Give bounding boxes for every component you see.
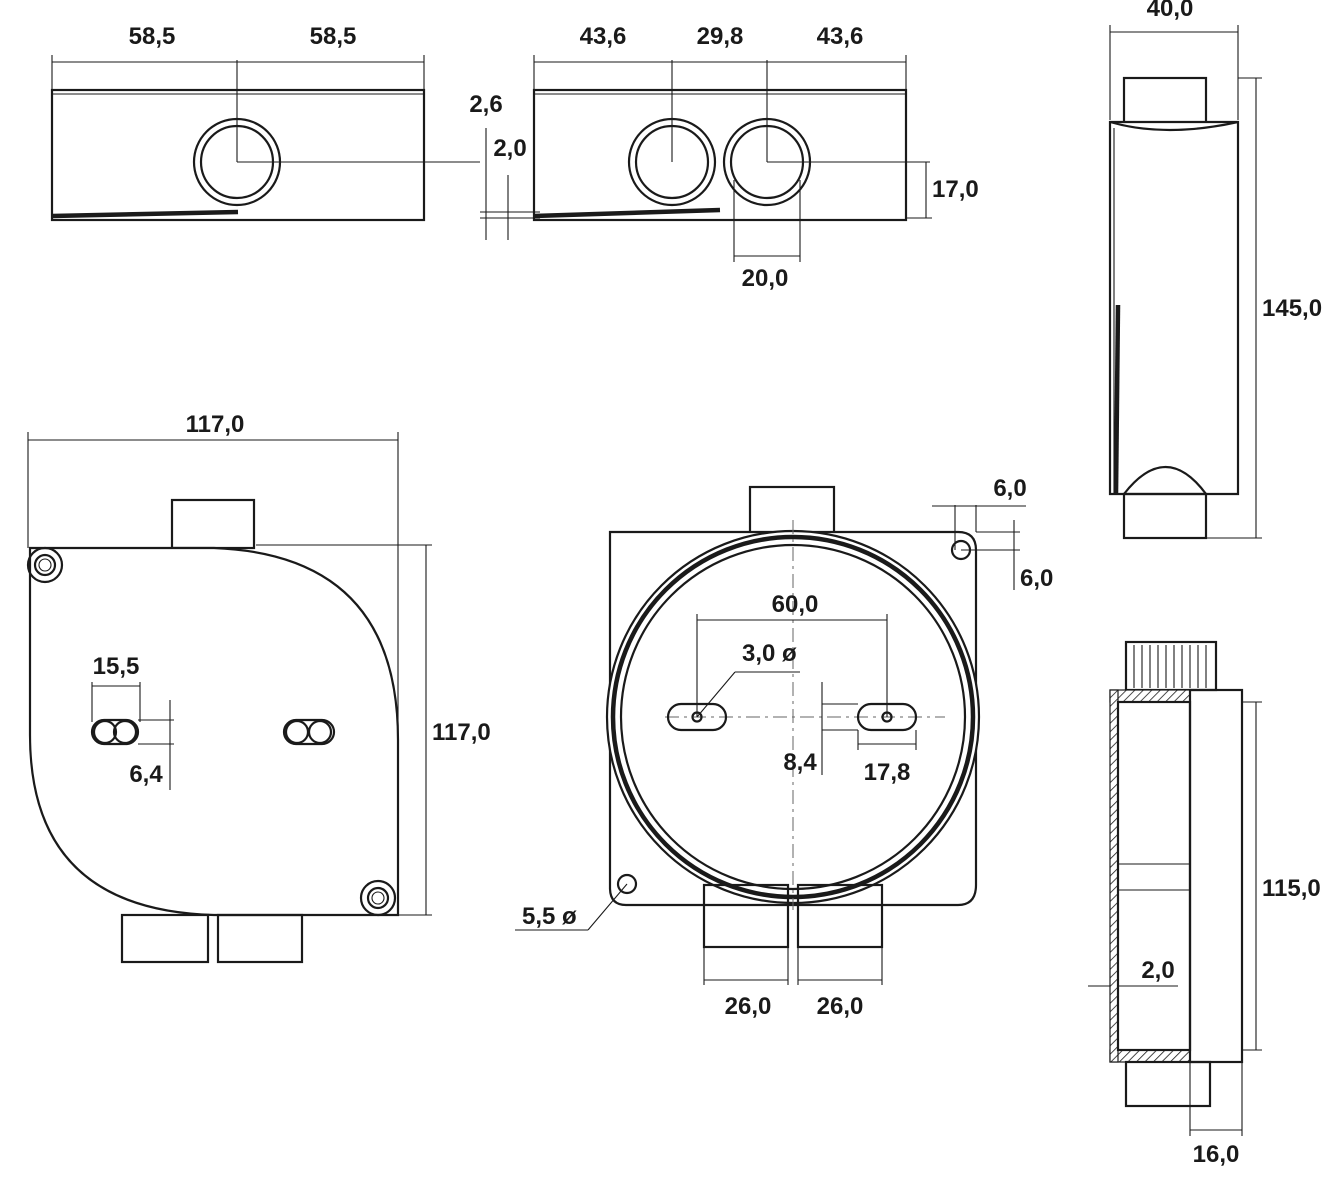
dim-spout-width-left: 26,0 (725, 993, 772, 1020)
dim-round-slot-height: 8,4 (783, 749, 817, 776)
dim-plan-height: 117,0 (432, 719, 491, 746)
dim-slot-height-left: 6,4 (129, 761, 163, 788)
plan-view-round: 60,0 3,0 ø 8,4 17,8 6,0 6,0 5,5 ø 26,0 2… (515, 475, 1053, 1020)
plan-view-square: 117,0 117,0 15,5 6,4 (26, 411, 491, 964)
dim-mount-hole-diameter: 5,5 ø (522, 903, 577, 930)
dim-section-wall: 2,0 (1141, 957, 1174, 984)
dim-corner-offset-x: 6,0 (993, 475, 1026, 502)
section-view: 115,0 2,0 16,0 (1088, 640, 1321, 1168)
dim-plan-width: 117,0 (186, 411, 245, 438)
front-view-single-hole: 58,5 58,5 (50, 23, 480, 222)
dim-section-height: 115,0 (1262, 875, 1321, 902)
thread-ribs (1133, 645, 1207, 688)
dim-hole-diameter: 20,0 (742, 265, 789, 292)
dim-slot-spacing-left: 15,5 (93, 653, 140, 680)
wall-offset-dims: 2,6 2,0 (469, 91, 540, 240)
dim-round-slot-spacing: 60,0 (772, 591, 819, 618)
dim-top-mid-center: 29,8 (697, 23, 744, 50)
dim-round-slot-length: 17,8 (864, 759, 911, 786)
slot-left (90, 718, 140, 746)
dim-round-hole-diameter: 3,0 ø (742, 640, 797, 667)
dim-side-top-width: 40,0 (1147, 0, 1194, 22)
side-view: 40,0 145,0 (1108, 0, 1322, 540)
dim-top-front-left: 58,5 (129, 23, 176, 50)
dim-wall-offset-outer: 2,6 (469, 91, 502, 118)
front-view-double-hole: 43,6 29,8 43,6 17,0 20,0 (532, 23, 979, 292)
dim-top-front-right: 58,5 (310, 23, 357, 50)
dim-top-mid-right: 43,6 (817, 23, 864, 50)
dim-top-mid-left: 43,6 (580, 23, 627, 50)
dim-side-height: 145,0 (1262, 295, 1322, 322)
dim-hole-center-height: 17,0 (932, 176, 979, 203)
slot-right (282, 718, 336, 746)
dim-section-depth: 16,0 (1193, 1141, 1240, 1168)
dim-wall-offset-inner: 2,0 (493, 135, 526, 162)
dim-corner-offset-y: 6,0 (1020, 565, 1053, 592)
dim-spout-width-right: 26,0 (817, 993, 864, 1020)
